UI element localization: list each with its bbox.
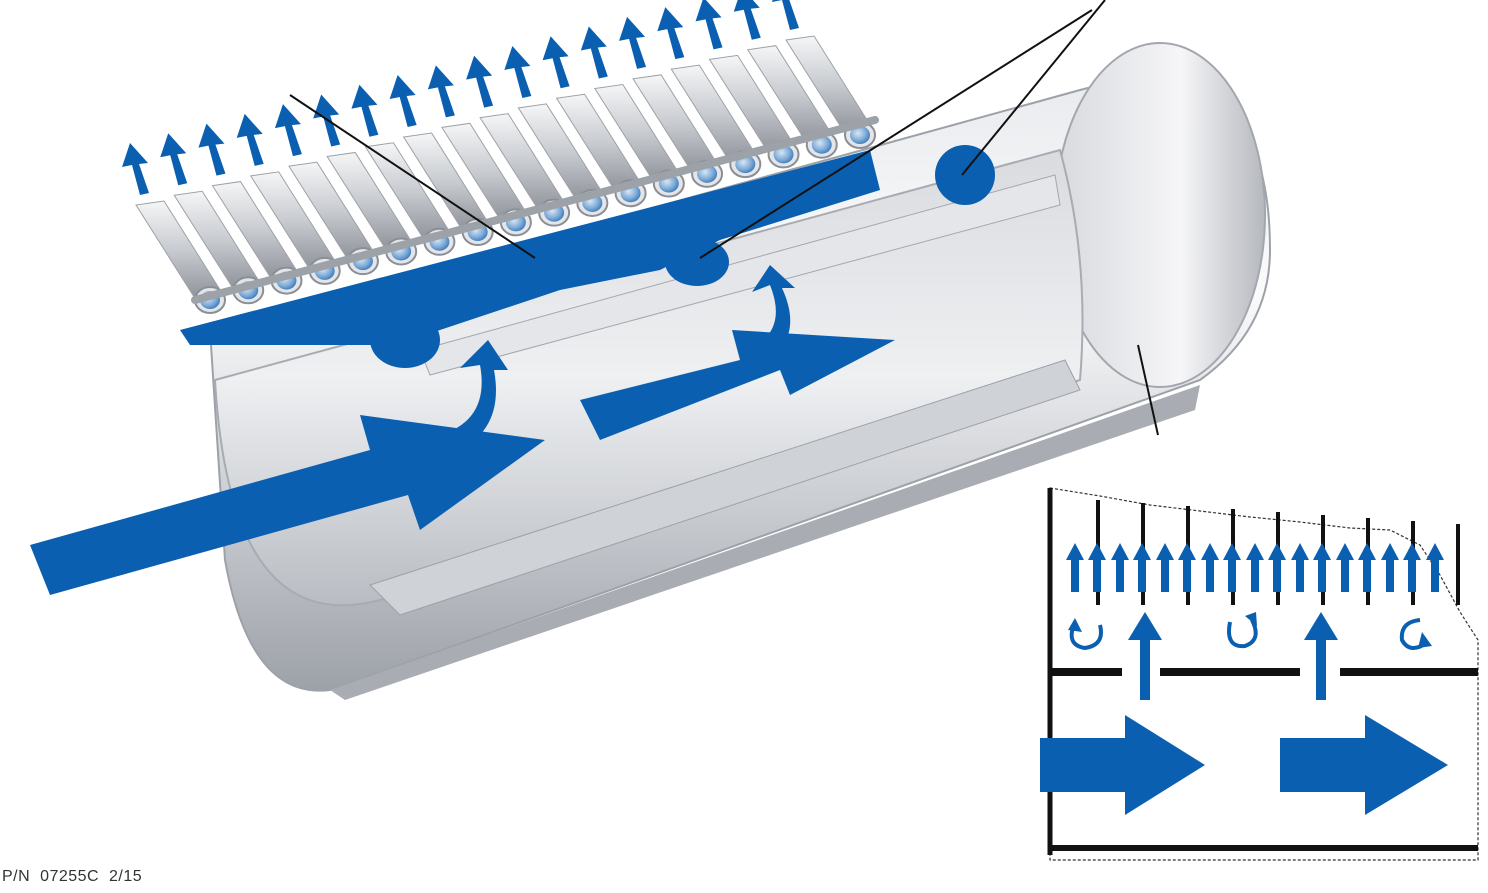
inset-up-arrow: [1426, 543, 1444, 592]
leader-line-orifice-2: [699, 9, 1093, 259]
rail-tube: [191, 116, 879, 304]
inset-up-arrow: [1088, 543, 1106, 592]
part-number: P/N 07255C 2/15: [2, 868, 143, 885]
inset-up-arrow: [1223, 543, 1241, 592]
inset-up-arrow: [1403, 543, 1421, 592]
outflow-arrow: [504, 45, 532, 98]
outflow-arrow: [542, 36, 570, 89]
curved-up-arrow-2: [742, 265, 795, 368]
inset-up-arrow: [1268, 543, 1286, 592]
end-cap: [1054, 42, 1266, 388]
outflow-arrow: [466, 55, 494, 108]
leader-lines: [289, 0, 1159, 436]
inset-up-arrows: [1066, 543, 1444, 592]
outflow-arrow: [160, 133, 188, 186]
outflow-arrow: [657, 7, 685, 60]
inset-up-arrow: [1156, 543, 1174, 592]
outflow-arrow: [580, 26, 608, 79]
inset-up-arrow: [1133, 543, 1151, 592]
outflow-arrow: [695, 0, 723, 50]
inset-up-arrow: [1313, 543, 1331, 592]
leader-line-fins: [289, 94, 536, 259]
leader-line-orifice-3: [961, 0, 1106, 176]
outflow-arrow: [389, 75, 417, 128]
inset-up-arrow: [1111, 543, 1129, 592]
orifice-1: [370, 312, 440, 368]
inner-flow-arrow: [580, 330, 895, 440]
inset-up-arrow: [1381, 543, 1399, 592]
inset-flow-arrow-2: [1280, 715, 1448, 815]
orifice-3: [935, 145, 995, 205]
inset-up-arrow: [1066, 543, 1084, 592]
outflow-arrow: [274, 104, 302, 157]
leader-line-body: [1137, 344, 1159, 436]
outflow-arrow: [198, 123, 226, 176]
inset-swirl-1: [1069, 621, 1103, 651]
plenum-flow: [180, 150, 880, 345]
outflow-arrow: [619, 16, 647, 69]
outflow-arrow: [733, 0, 761, 40]
inset-orifice-arrow-1: [1128, 612, 1162, 700]
inset-detail: [1040, 487, 1479, 861]
curved-up-arrow-1: [440, 340, 508, 452]
inset-up-arrow: [1178, 543, 1196, 592]
fin-tubes: [135, 35, 876, 314]
fin-tube: [211, 181, 303, 295]
plate-segment-1: [1052, 668, 1122, 676]
inset-up-arrow: [1358, 543, 1376, 592]
inset-up-arrow: [1291, 543, 1309, 592]
inset-up-arrow: [1201, 543, 1219, 592]
plate-segment-3: [1340, 668, 1478, 676]
inflow-arrow: [30, 415, 545, 595]
outflow-arrow: [351, 84, 379, 137]
inset-swirl-2: [1227, 619, 1258, 649]
fin-tube: [555, 93, 647, 208]
outflow-arrow: [236, 113, 264, 166]
inset-flow-arrow-1: [1040, 715, 1205, 815]
inset-up-arrow: [1336, 543, 1354, 592]
outflow-arrow: [427, 65, 455, 118]
plate-segment-2: [1160, 668, 1300, 676]
outflow-arrow: [122, 143, 149, 195]
inset-orifice-arrow-2: [1304, 612, 1338, 700]
outflow-arrow: [772, 0, 799, 30]
inset-up-arrow: [1246, 543, 1264, 592]
outflow-arrows: [122, 0, 799, 195]
